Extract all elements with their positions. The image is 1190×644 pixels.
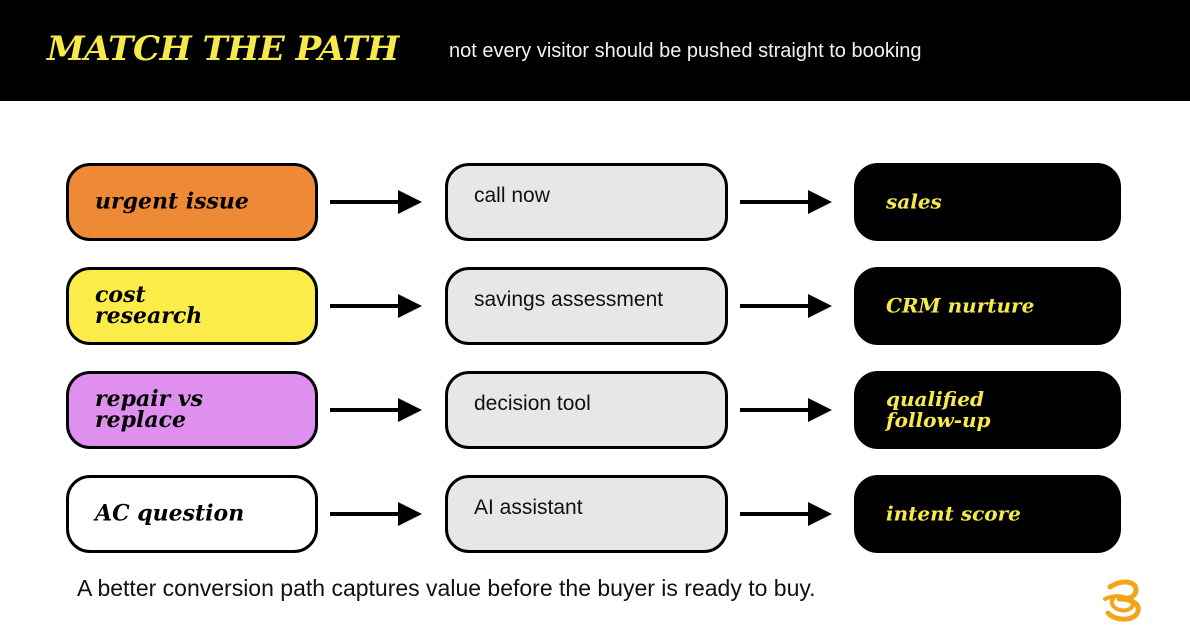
destination-label: intent score bbox=[886, 501, 1021, 526]
action-label: decision tool bbox=[474, 392, 591, 415]
brand-logo-icon bbox=[1103, 579, 1141, 622]
arrow-right-icon bbox=[330, 294, 422, 318]
arrow-right-icon bbox=[330, 190, 422, 214]
path-row-repair-vs-replace: repair vs replace decision tool qualifie… bbox=[0, 371, 1190, 449]
path-row-urgent-issue: urgent issue call now sales bbox=[0, 163, 1190, 241]
source-pill-cost-research: cost research bbox=[66, 267, 318, 345]
source-pill-urgent-issue: urgent issue bbox=[66, 163, 318, 241]
destination-label: qualified follow-up bbox=[886, 387, 991, 432]
footer-caption: A better conversion path captures value … bbox=[77, 575, 816, 601]
arrow-right-icon bbox=[740, 502, 832, 526]
source-label: AC question bbox=[95, 500, 245, 527]
arrow-right-icon bbox=[330, 502, 422, 526]
destination-label: CRM nurture bbox=[886, 293, 1035, 318]
page-title: MATCH THE PATH bbox=[47, 29, 399, 69]
source-label: repair vs replace bbox=[95, 386, 204, 433]
arrow-right-icon bbox=[740, 398, 832, 422]
source-label: urgent issue bbox=[95, 188, 249, 215]
action-pill-call-now: call now bbox=[445, 163, 728, 241]
action-pill-ai-assistant: AI assistant bbox=[445, 475, 728, 553]
header-bar: MATCH THE PATH not every visitor should … bbox=[0, 0, 1190, 101]
destination-label: sales bbox=[886, 189, 942, 214]
action-label: AI assistant bbox=[474, 496, 583, 519]
action-pill-decision-tool: decision tool bbox=[445, 371, 728, 449]
source-label: cost research bbox=[95, 282, 203, 329]
action-label: savings assessment bbox=[474, 288, 664, 311]
arrow-right-icon bbox=[740, 190, 832, 214]
source-pill-ac-question: AC question bbox=[66, 475, 318, 553]
destination-pill-intent-score: intent score bbox=[854, 475, 1121, 553]
action-pill-savings-assessment: savings assessment bbox=[445, 267, 728, 345]
destination-pill-sales: sales bbox=[854, 163, 1121, 241]
source-pill-repair-vs-replace: repair vs replace bbox=[66, 371, 318, 449]
path-row-ac-question: AC question AI assistant intent score bbox=[0, 475, 1190, 553]
action-label: call now bbox=[474, 184, 550, 207]
arrow-right-icon bbox=[740, 294, 832, 318]
page-subtitle: not every visitor should be pushed strai… bbox=[449, 40, 922, 62]
destination-pill-qualified-follow-up: qualified follow-up bbox=[854, 371, 1121, 449]
destination-pill-crm-nurture: CRM nurture bbox=[854, 267, 1121, 345]
path-row-cost-research: cost research savings assessment CRM nur… bbox=[0, 267, 1190, 345]
arrow-right-icon bbox=[330, 398, 422, 422]
